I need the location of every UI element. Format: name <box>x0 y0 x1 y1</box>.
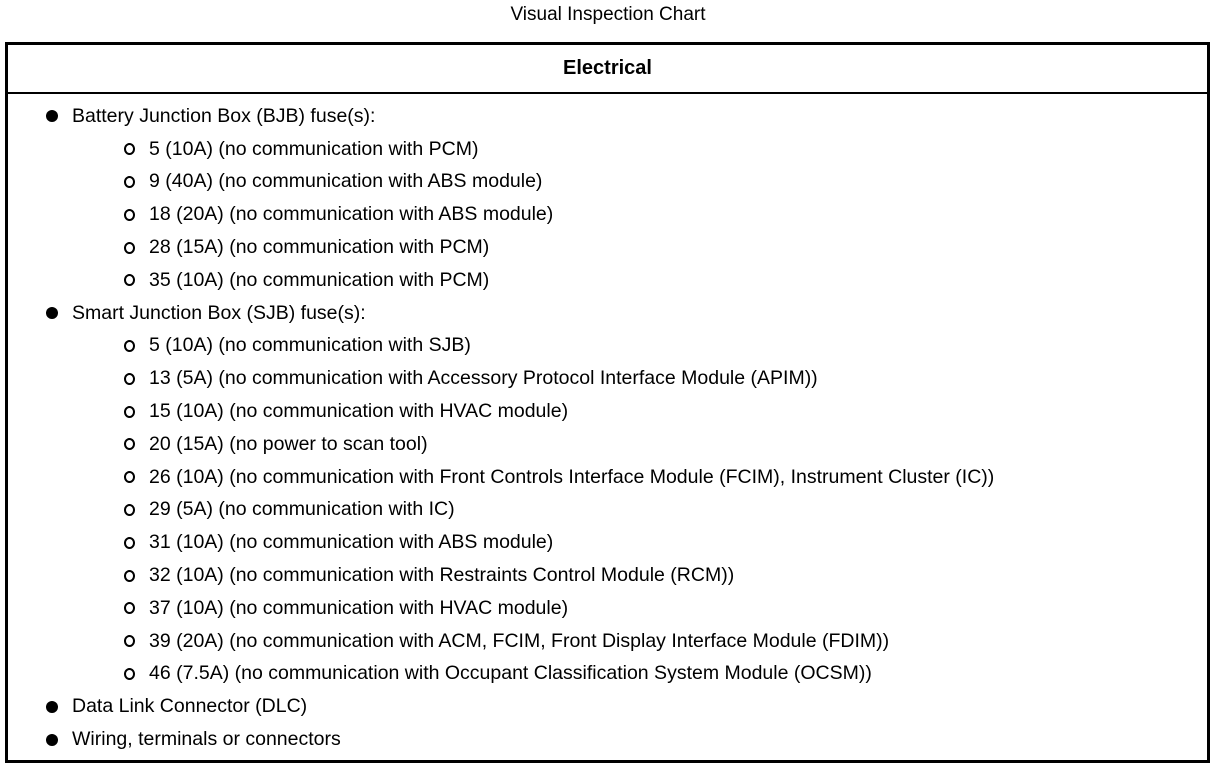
list-item: Wiring, terminals or connectors <box>8 723 1207 756</box>
open-bullet-icon <box>124 503 135 516</box>
open-bullet-icon <box>124 471 135 484</box>
sub-list-item-label: 28 (15A) (no communication with PCM) <box>149 236 490 259</box>
sub-list-item: 18 (20A) (no communication with ABS modu… <box>8 198 1207 231</box>
sub-list-item-label: 15 (10A) (no communication with HVAC mod… <box>149 400 569 423</box>
page-title: Visual Inspection Chart <box>510 4 706 25</box>
sub-list-item-label: 26 (10A) (no communication with Front Co… <box>149 465 995 488</box>
sub-list-item: 35 (10A) (no communication with PCM) <box>8 264 1207 297</box>
visual-inspection-chart-table: Electrical Battery Junction Box (BJB) fu… <box>5 42 1210 763</box>
open-bullet-icon <box>124 569 135 582</box>
sub-list-item: 31 (10A) (no communication with ABS modu… <box>8 526 1207 559</box>
sub-list-item: 26 (10A) (no communication with Front Co… <box>8 461 1207 494</box>
sub-list-item-label: 31 (10A) (no communication with ABS modu… <box>149 531 554 554</box>
open-bullet-icon <box>124 241 135 254</box>
open-bullet-icon <box>124 274 135 287</box>
sub-list-item: 13 (5A) (no communication with Accessory… <box>8 362 1207 395</box>
filled-bullet-icon <box>46 307 58 320</box>
sub-list-item: 46 (7.5A) (no communication with Occupan… <box>8 658 1207 691</box>
open-bullet-icon <box>124 667 135 680</box>
open-bullet-icon <box>124 438 135 451</box>
list-item-label: Data Link Connector (DLC) <box>72 695 308 718</box>
open-bullet-icon <box>124 602 135 615</box>
open-bullet-icon <box>124 405 135 418</box>
sub-list-item: 29 (5A) (no communication with IC) <box>8 494 1207 527</box>
sub-list-item-label: 18 (20A) (no communication with ABS modu… <box>149 203 554 226</box>
table-body: Battery Junction Box (BJB) fuse(s): 5 (1… <box>8 94 1207 756</box>
sub-list-item-label: 5 (10A) (no communication with PCM) <box>149 137 479 160</box>
open-bullet-icon <box>124 372 135 385</box>
open-bullet-icon <box>124 143 135 156</box>
sub-list-item: 32 (10A) (no communication with Restrain… <box>8 559 1207 592</box>
open-bullet-icon <box>124 208 135 221</box>
filled-bullet-icon <box>46 733 58 746</box>
sub-list-item-label: 9 (40A) (no communication with ABS modul… <box>149 170 543 193</box>
list-item-label: Wiring, terminals or connectors <box>72 728 341 751</box>
sub-list-item: 37 (10A) (no communication with HVAC mod… <box>8 592 1207 625</box>
sub-list-item: 5 (10A) (no communication with SJB) <box>8 330 1207 363</box>
filled-bullet-icon <box>46 700 58 713</box>
open-bullet-icon <box>124 339 135 352</box>
sub-list-item: 39 (20A) (no communication with ACM, FCI… <box>8 625 1207 658</box>
list-item-label: Battery Junction Box (BJB) fuse(s): <box>72 104 376 127</box>
sub-list-item-label: 5 (10A) (no communication with SJB) <box>149 334 471 357</box>
list-item: Data Link Connector (DLC) <box>8 690 1207 723</box>
sub-list-item-label: 46 (7.5A) (no communication with Occupan… <box>149 662 872 685</box>
list-item: Smart Junction Box (SJB) fuse(s): <box>8 297 1207 330</box>
sub-list-item-label: 35 (10A) (no communication with PCM) <box>149 268 490 291</box>
sub-list-item-label: 20 (15A) (no power to scan tool) <box>149 432 428 455</box>
open-bullet-icon <box>124 175 135 188</box>
sub-list-item: 20 (15A) (no power to scan tool) <box>8 428 1207 461</box>
table-header-electrical: Electrical <box>8 45 1207 94</box>
sub-list-item: 28 (15A) (no communication with PCM) <box>8 231 1207 264</box>
sub-list-item-label: 29 (5A) (no communication with IC) <box>149 498 455 521</box>
list-item-label: Smart Junction Box (SJB) fuse(s): <box>72 301 366 324</box>
sub-list-item: 15 (10A) (no communication with HVAC mod… <box>8 395 1207 428</box>
sub-list-item-label: 37 (10A) (no communication with HVAC mod… <box>149 596 569 619</box>
sub-list-item-label: 32 (10A) (no communication with Restrain… <box>149 564 735 587</box>
sub-list-item: 5 (10A) (no communication with PCM) <box>8 133 1207 166</box>
filled-bullet-icon <box>46 110 58 123</box>
list-item: Battery Junction Box (BJB) fuse(s): <box>8 100 1207 133</box>
sub-list-item-label: 39 (20A) (no communication with ACM, FCI… <box>149 629 890 652</box>
open-bullet-icon <box>124 536 135 549</box>
sub-list-item-label: 13 (5A) (no communication with Accessory… <box>149 367 818 390</box>
sub-list-item: 9 (40A) (no communication with ABS modul… <box>8 166 1207 199</box>
open-bullet-icon <box>124 635 135 648</box>
